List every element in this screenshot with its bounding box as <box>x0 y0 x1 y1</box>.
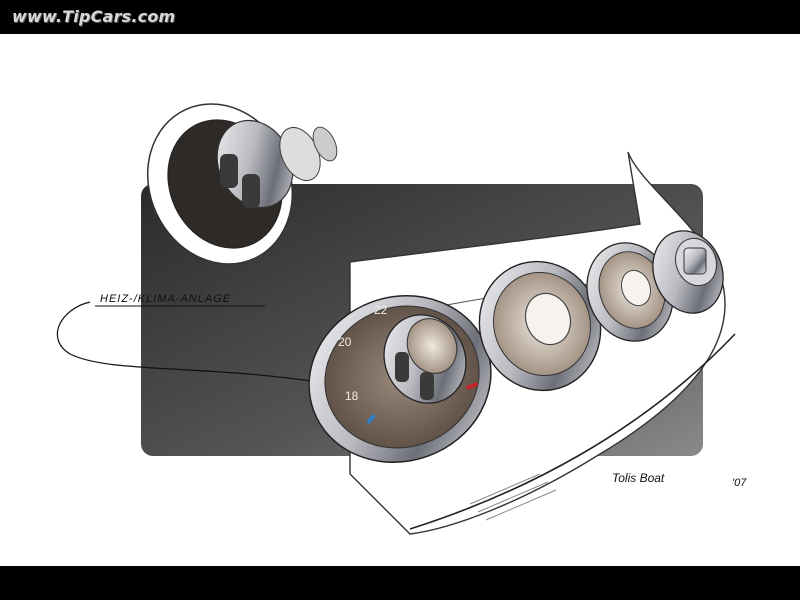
dial-tick-18: 18 <box>345 389 359 403</box>
sketch-canvas: HEIZ-/KLIMA-ANLAGE 18 20 22 <box>0 34 800 566</box>
control-label: HEIZ-/KLIMA-ANLAGE <box>100 293 231 305</box>
top-letterbox: www.TipCars.com <box>0 0 800 34</box>
air-vent-ring-1 <box>478 260 602 392</box>
console-shadow-hatch <box>469 473 557 521</box>
small-control-knob <box>652 230 724 314</box>
cool-indicator <box>366 413 376 425</box>
sketch-year: '07 <box>732 477 747 489</box>
air-vent-ring-2 <box>586 242 674 342</box>
watermark-text: www.TipCars.com <box>12 7 176 26</box>
car-climate-control-sketch: HEIZ-/KLIMA-ANLAGE 18 20 22 <box>57 103 747 535</box>
console-lower-line <box>409 333 736 530</box>
artist-signature: Tolis Boat <box>612 471 665 485</box>
warm-indicator <box>465 382 479 390</box>
dial-tick-20: 20 <box>338 335 352 349</box>
bottom-letterbox <box>0 566 800 600</box>
label-leader-line <box>57 301 331 385</box>
dial-tick-22: 22 <box>374 303 388 317</box>
temperature-dial: 18 20 22 <box>308 295 492 463</box>
exploded-knob <box>146 103 338 265</box>
